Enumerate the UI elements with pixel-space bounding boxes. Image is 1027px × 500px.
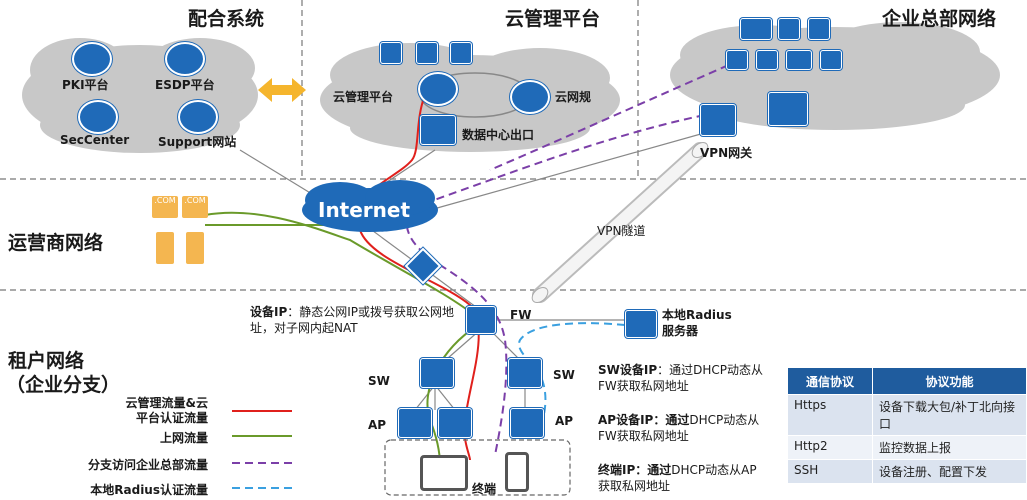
vpn-tunnel-label: VPN隧道	[597, 224, 646, 238]
device-ip-text: ：静态公网IP或拨号获取公网地址，对子网内起NAT	[250, 305, 455, 335]
ap-ip-title: AP设备IP：通过	[598, 413, 690, 427]
radius-label-line2: 服务器	[662, 324, 699, 338]
terminal-ip-text: DHCP动态从AP获取私网地址	[598, 463, 757, 493]
section-title-partner: 配合系统	[188, 8, 265, 30]
legend-item-hq: 分支访问企业总部流量	[87, 458, 208, 472]
radius-label-line1: 本地Radius	[662, 308, 732, 322]
protocol-cell: Http2	[787, 435, 873, 460]
terminal-label: 终端	[472, 482, 497, 496]
section-subtitle-tenant: （企业分支）	[6, 374, 121, 396]
section-title-hq: 企业总部网络	[882, 8, 997, 30]
support-label: Support网站	[158, 135, 237, 149]
ap-icon-3	[510, 408, 544, 438]
vpn-gateway-label: VPN网关	[700, 146, 753, 160]
terminal-group-box	[384, 439, 571, 496]
ap-icon-2	[438, 408, 472, 438]
radius-server-label: 本地Radius 服务器	[662, 307, 732, 339]
sw-left-label: SW	[368, 374, 390, 388]
legend-item-internet: 上网流量	[159, 431, 208, 445]
table-row: Http2 监控数据上报	[787, 435, 1027, 460]
cloud-platform-icon	[418, 72, 458, 106]
ap-ip-text: DHCP动态从FW获取私网地址	[598, 413, 760, 443]
vpn-gateway-icon	[700, 104, 736, 136]
seccenter-label: SecCenter	[60, 133, 130, 147]
device-ip-title: 设备IP	[250, 305, 288, 319]
server-tower-icon-1	[156, 232, 174, 264]
com-server-left-icon: .COM	[152, 196, 178, 218]
esdp-label: ESDP平台	[155, 78, 215, 92]
protocol-function-cell: 设备注册、配置下发	[872, 459, 1027, 484]
sw-left-icon	[420, 358, 454, 388]
pki-label: PKI平台	[62, 78, 109, 92]
dc-exit-label: 数据中心出口	[462, 128, 535, 142]
terminal-ip-note: 终端IP：通过DHCP动态从AP获取私网地址	[598, 462, 768, 494]
protocol-header-function: 协议功能	[872, 367, 1027, 395]
ap-ip-note: AP设备IP：通过DHCP动态从FW获取私网地址	[598, 412, 768, 444]
sw-ip-text: ：通过DHCP动态从FW获取私网地址	[598, 363, 764, 393]
fw-label: FW	[510, 308, 532, 322]
table-row: Https 设备下载大包/补丁北向接口	[787, 394, 1027, 436]
internet-label: Internet	[318, 198, 411, 222]
table-row: SSH 设备注册、配置下发	[787, 459, 1027, 484]
com-server-right-icon: .COM	[182, 196, 208, 218]
hq-switch-icon	[768, 92, 808, 126]
l-icon	[820, 50, 842, 70]
db-server-icon	[808, 18, 830, 40]
legend-label-cloud-mgmt-2: 平台认证流量	[135, 411, 208, 425]
section-title-operator: 运营商网络	[8, 232, 104, 254]
section-title-tenant: 租户网络	[8, 350, 85, 372]
protocol-function-cell: 监控数据上报	[872, 435, 1027, 460]
sw-ip-note: SW设备IP：通过DHCP动态从FW获取私网地址	[598, 362, 768, 394]
cloud-platform-label: 云管理平台	[333, 90, 394, 104]
esdp-icon	[165, 42, 205, 76]
protocol-cell: SSH	[787, 459, 873, 484]
sw-ip-title: SW设备IP	[598, 363, 658, 377]
fw-icon	[466, 306, 496, 334]
protocol-header-name: 通信协议	[787, 367, 873, 395]
support-icon	[178, 100, 218, 134]
cloud-netops-icon	[510, 80, 550, 114]
ad-icon	[786, 50, 812, 70]
terminal-ip-title: 终端IP：通过	[598, 463, 672, 477]
radius-icon-hq	[726, 50, 748, 70]
radius-server-icon	[625, 310, 657, 338]
server-tower-icon-2	[186, 232, 204, 264]
protocol-function-cell: 设备下载大包/补丁北向接口	[872, 394, 1027, 436]
double-arrow-icon	[258, 78, 306, 102]
ap-right-label: AP	[555, 414, 574, 428]
section-title-platform: 云管理平台	[505, 8, 601, 30]
pki-icon	[72, 42, 112, 76]
file-server-icon	[778, 18, 800, 40]
legend-item-cloud-mgmt: 云管理流量&云 平台认证流量	[40, 396, 208, 426]
sw-right-label: SW	[553, 368, 575, 382]
protocol-table: 通信协议 协议功能 Https 设备下载大包/补丁北向接口 Http2 监控数据…	[787, 367, 1027, 484]
radius-icon-top	[416, 42, 438, 64]
protocol-cell: Https	[787, 394, 873, 436]
device-ip-note: 设备IP：静态公网IP或拨号获取公网地址，对子网内起NAT	[250, 304, 455, 336]
server-icon-1	[380, 42, 402, 64]
ap-left-label: AP	[368, 418, 387, 432]
shield-icon	[450, 42, 472, 64]
internet-cloud	[302, 180, 438, 232]
sw-right-icon	[508, 358, 542, 388]
cloud-netops-label: 云网规	[555, 90, 592, 104]
ap-icon-1	[398, 408, 432, 438]
dc-exit-icon	[420, 115, 456, 145]
protocol-table-header: 通信协议 协议功能	[787, 367, 1027, 395]
shield-icon-hq	[756, 50, 778, 70]
seccenter-icon	[78, 100, 118, 134]
legend-label-cloud-mgmt-1: 云管理流量&云	[125, 396, 208, 410]
com-server-icon	[740, 18, 772, 40]
phone-icon	[505, 452, 529, 492]
legend-item-radius: 本地Radius认证流量	[90, 483, 208, 497]
tablet-icon	[420, 455, 468, 491]
vpn-tunnel-pipe	[531, 142, 709, 303]
